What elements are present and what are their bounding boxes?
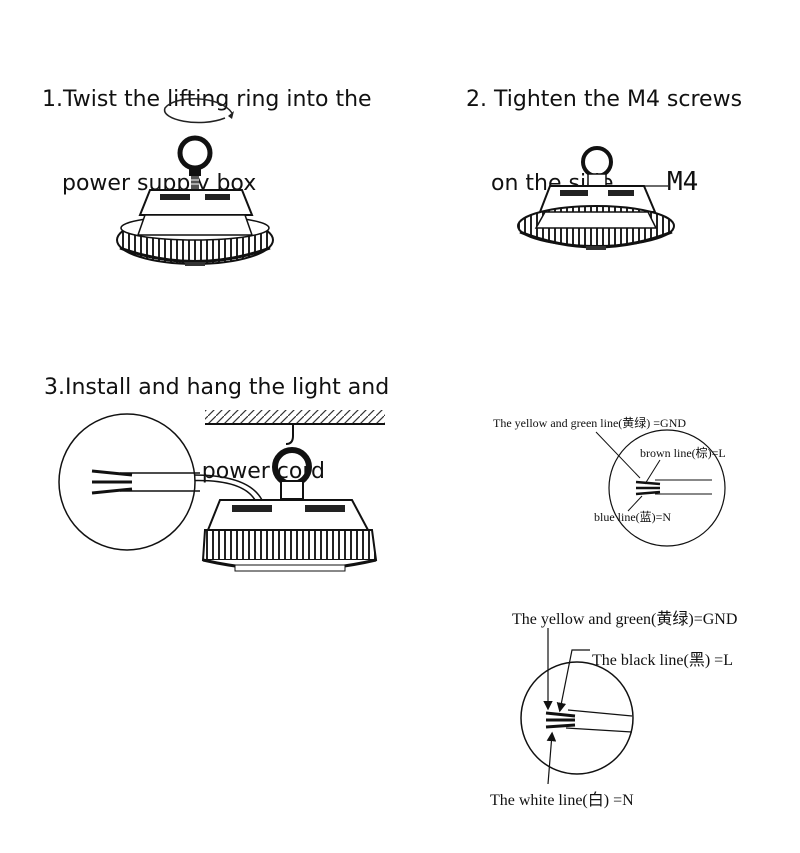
lifting-ring-icon-2 <box>581 146 613 187</box>
ceiling-hatch <box>205 410 385 424</box>
step2-title-line1: 2. Tighten the M4 screws <box>466 87 743 112</box>
step1-illustration <box>116 98 274 266</box>
wiring-b-detail-circle <box>520 661 634 775</box>
highbay-light-body-3 <box>201 499 378 572</box>
step2-title: 2. Tighten the M4 screws on the side <box>466 30 742 226</box>
wiring-b-yellow-green-label: The yellow and green(黄绿)=GND <box>512 610 737 628</box>
hanging-ring-icon <box>272 447 312 487</box>
wiring-a-yellow-green-label: The yellow and green line(黄绿) =GND <box>493 415 686 430</box>
wiring-diagram-b: The yellow and green(黄绿)=GND The black l… <box>490 610 737 809</box>
wiring-b-white-label: The white line(白) =N <box>490 791 634 809</box>
wiring-a-detail-circle <box>608 429 726 547</box>
wiring-a-brown-label: brown line(棕)=L <box>640 445 726 460</box>
cable-detail <box>91 469 200 495</box>
m4-label: M4 <box>667 167 698 197</box>
step3-illustration <box>58 410 385 572</box>
wiring-b-black-label: The black line(黑) =L <box>592 652 733 669</box>
step1-title-line1: 1.Twist the lifting ring into the <box>42 87 372 112</box>
wiring-a-blue-label: blue line(蓝)=N <box>594 510 671 524</box>
step3-title-line1: 3.Install and hang the light and <box>44 375 390 400</box>
step2-illustration: M4 <box>517 146 698 250</box>
lifting-ring-icon <box>177 135 213 190</box>
highbay-light-body-1 <box>116 189 274 266</box>
wiring-a-cable <box>635 479 712 496</box>
rotation-arrow-icon <box>164 98 233 124</box>
wiring-diagram-a: The yellow and green line(黄绿) =GND brown… <box>493 415 726 547</box>
wiring-b-cable <box>545 709 633 733</box>
highbay-light-body-2 <box>517 185 675 250</box>
